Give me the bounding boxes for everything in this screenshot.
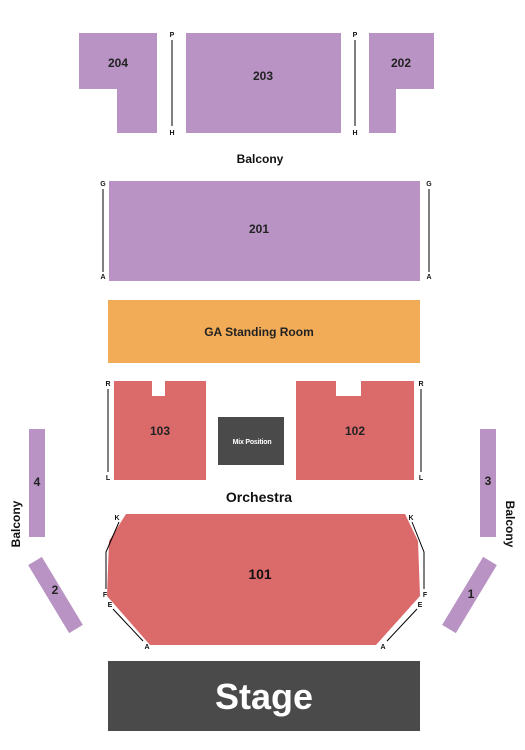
section-103[interactable] <box>114 381 206 480</box>
section-101-label: 101 <box>248 566 272 582</box>
section-202-label: 202 <box>391 56 411 70</box>
section-3[interactable] <box>480 429 496 537</box>
row-label-101-left-k: K <box>114 515 119 522</box>
row-label-103-bottom: L <box>106 475 111 482</box>
area-label-balcony-left: Balcony <box>9 500 23 547</box>
row-line-101-left-lower <box>112 608 144 642</box>
section-1[interactable] <box>442 556 497 634</box>
row-label-103-top: R <box>105 381 110 388</box>
section-102-label: 102 <box>345 424 365 438</box>
row-label-101-left-a: A <box>144 644 149 651</box>
row-label-102-bottom: L <box>419 475 424 482</box>
section-102[interactable] <box>296 381 414 480</box>
row-label-201-right-bottom: A <box>426 274 431 281</box>
row-label-102-top: R <box>418 381 423 388</box>
area-label-balcony-right: Balcony <box>503 501 517 548</box>
section-201[interactable] <box>109 181 420 281</box>
section-103-label: 103 <box>150 424 170 438</box>
section-202[interactable] <box>369 33 434 133</box>
row-line-101-left <box>105 521 120 589</box>
section-201-label: 201 <box>249 222 269 236</box>
row-label-101-left-e: E <box>108 602 113 609</box>
section-2[interactable] <box>28 556 83 634</box>
section-ga-standing-room[interactable] <box>108 300 420 363</box>
section-ga-label: GA Standing Room <box>204 325 314 339</box>
stage-label: Stage <box>215 676 313 717</box>
section-101[interactable] <box>107 514 420 645</box>
row-label-upper-right-top: P <box>353 32 358 39</box>
row-label-101-right-e: E <box>418 602 423 609</box>
section-204-label: 204 <box>108 56 128 70</box>
mix-position[interactable] <box>218 417 284 465</box>
section-2-label: 2 <box>52 583 59 597</box>
row-label-201-right-top: G <box>426 181 432 188</box>
row-label-upper-left-top: P <box>170 32 175 39</box>
row-label-upper-left-bottom: H <box>169 130 174 137</box>
area-label-orchestra: Orchestra <box>226 489 292 505</box>
row-label-101-right-k: K <box>408 515 413 522</box>
row-label-101-right-f: F <box>423 592 428 599</box>
stage <box>108 661 420 731</box>
row-line-101-right-lower <box>386 608 418 642</box>
section-203-label: 203 <box>253 69 273 83</box>
section-3-label: 3 <box>485 474 492 488</box>
row-label-101-right-a: A <box>380 644 385 651</box>
section-4-label: 4 <box>34 475 41 489</box>
section-204[interactable] <box>79 33 157 133</box>
section-4[interactable] <box>29 429 45 537</box>
area-label-balcony-top: Balcony <box>237 152 284 166</box>
row-label-201-left-bottom: A <box>100 274 105 281</box>
row-label-201-left-top: G <box>100 181 106 188</box>
mix-position-label: Mix Position <box>233 439 272 446</box>
row-label-upper-right-bottom: H <box>352 130 357 137</box>
section-203[interactable] <box>186 33 341 133</box>
row-label-101-left-f: F <box>103 592 108 599</box>
row-line-101-right <box>411 521 425 589</box>
section-1-label: 1 <box>468 587 475 601</box>
